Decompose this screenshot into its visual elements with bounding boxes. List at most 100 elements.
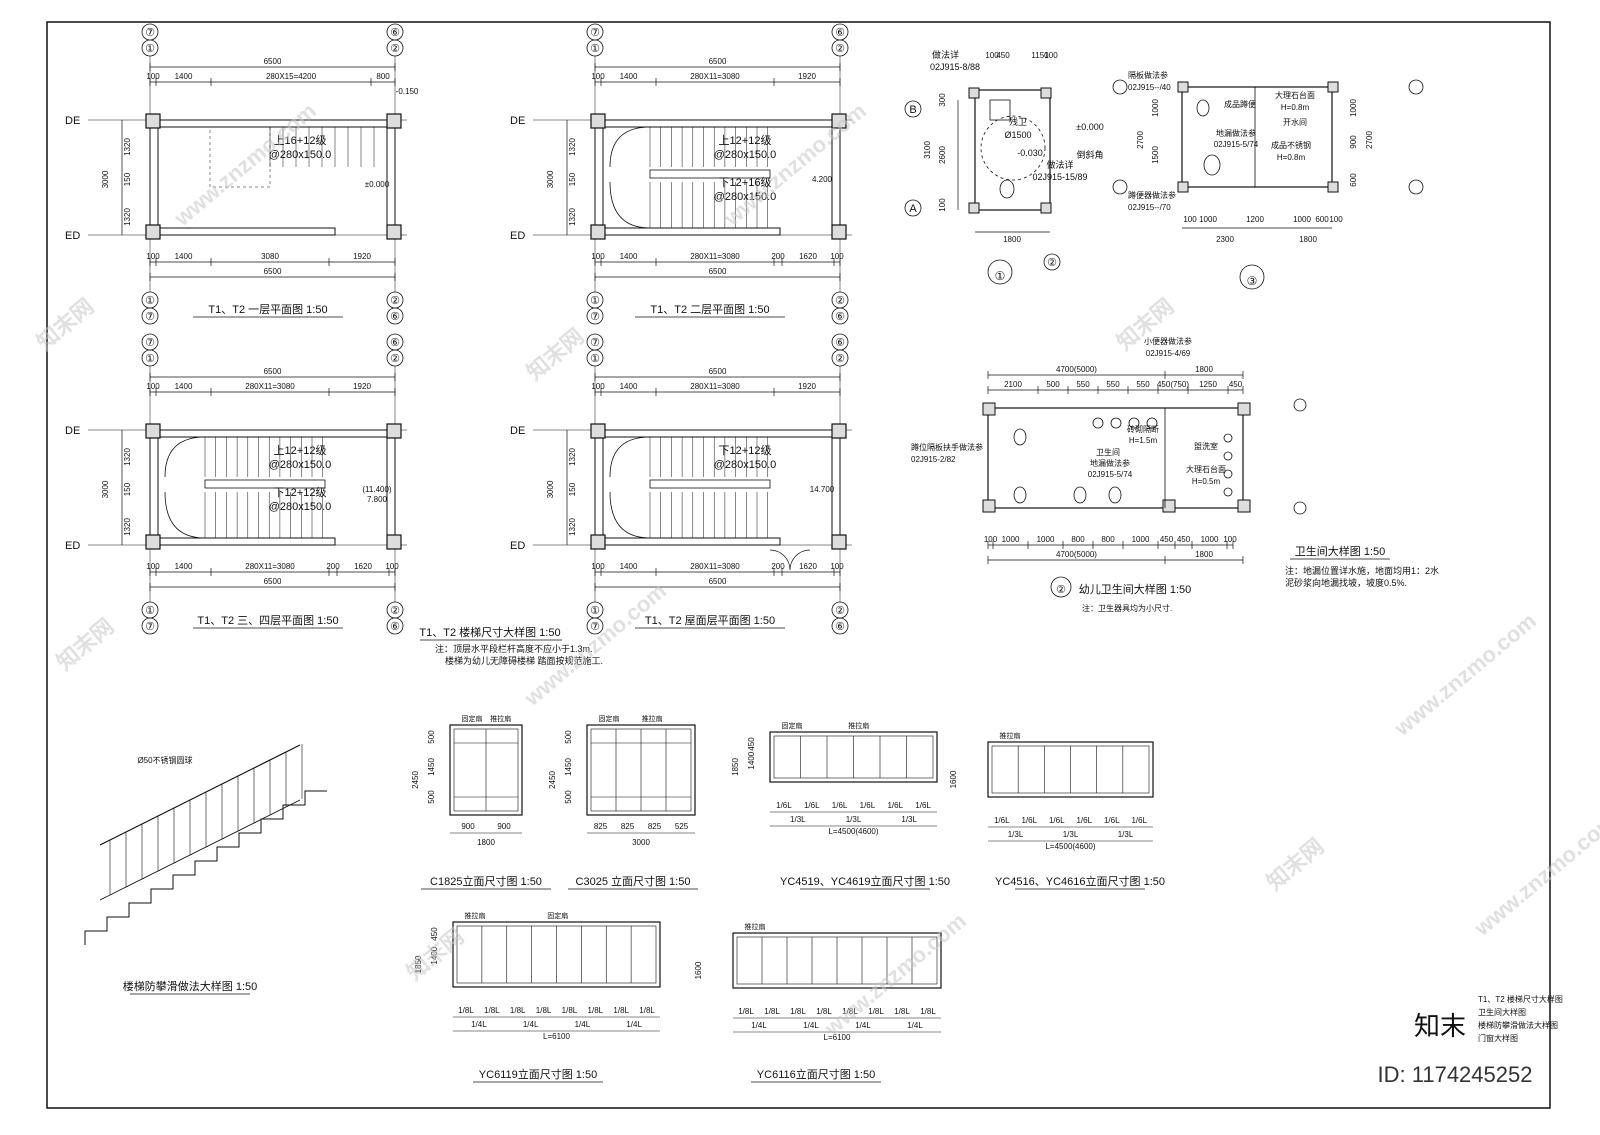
- window-height: 1450: [427, 758, 436, 776]
- window-width-total: L=4500(4600): [1045, 842, 1095, 851]
- structural-column: [145, 423, 161, 439]
- dim-side: 1320: [123, 448, 132, 466]
- window-height: 450: [430, 927, 439, 941]
- window-width-coarse: 1/4L: [803, 1021, 819, 1030]
- toilet3-dim: 100: [1183, 215, 1197, 224]
- window-title: YC4519、YC4619立面尺寸图 1:50: [780, 874, 950, 888]
- dim-bottom-label: 100: [146, 252, 160, 261]
- handrail-bottom: [99, 799, 301, 901]
- toilet3-label: 隔板做法参: [1128, 70, 1168, 80]
- window-width-total: 3000: [632, 838, 650, 847]
- toilet1-row-b-bubble: [904, 100, 922, 118]
- toilet-main-title: 卫生间大样图 1:50: [1295, 544, 1385, 558]
- dim-side: 1320: [123, 208, 132, 226]
- axis-top-left-b: ①: [590, 43, 600, 55]
- axis-top-right-b: ②: [835, 43, 845, 55]
- axis-row-bottom: ED: [65, 230, 80, 242]
- toilet3-label: 02J915-5/74: [1214, 140, 1259, 149]
- toilet3-label: 02J915--/40: [1128, 83, 1171, 92]
- window-width: 900: [461, 822, 475, 831]
- window-height: 500: [427, 790, 436, 804]
- window-height-total: 1850: [414, 955, 423, 973]
- toilet3-walls: [1181, 86, 1333, 188]
- window-label: 固定扇: [462, 714, 483, 723]
- column: [1177, 81, 1189, 93]
- dim-bottom-label: 1620: [799, 562, 817, 571]
- toilet2-label: 地漏做法参: [1090, 458, 1130, 468]
- stair-handrail-center: [649, 169, 771, 179]
- stair-landing-curve: [164, 491, 206, 539]
- axis-top-left-a: ⑦: [590, 27, 600, 39]
- stair-landing-curve: [609, 181, 651, 229]
- window-width-coarse: 1/4L: [523, 1020, 539, 1029]
- stair-landing-curve: [609, 126, 651, 168]
- stair-note: @280x150.0: [269, 149, 332, 161]
- toilet1-row-a: A: [909, 203, 917, 215]
- toilet2-number-circle: [1050, 576, 1072, 598]
- stair-landing-curve: [609, 491, 651, 539]
- window-width-fine: 1/6L: [994, 816, 1010, 825]
- window-width-fine: 1/8L: [484, 1006, 500, 1015]
- dim-top-label: 1400: [175, 382, 193, 391]
- axis-bottom-left-a-bubble: [586, 617, 604, 635]
- toilet2-dim-bottom-overall-label: 4700(5000): [1056, 550, 1097, 559]
- dim-overall-top-label: 6500: [264, 367, 282, 376]
- dim-bottom-label: 1400: [175, 252, 193, 261]
- dim-overall-bottom-label: 6500: [709, 577, 727, 586]
- watermark-id: ID: 1174245252: [1378, 1062, 1533, 1087]
- stair-note: @280x150.0: [714, 191, 777, 203]
- window-width-fine: 1/8L: [613, 1006, 629, 1015]
- dim-side-total: 3000: [101, 170, 110, 188]
- dim-side: 1320: [568, 138, 577, 156]
- axis-row-top: DE: [65, 115, 80, 127]
- sheet-border: [46, 21, 1551, 1109]
- level-mark: -0.150: [396, 87, 419, 96]
- plan-title: T1、T2 二层平面图 1:50: [650, 303, 769, 316]
- dim-overall-bottom-label: 6500: [264, 267, 282, 276]
- toilet3-dim: 600: [1315, 215, 1329, 224]
- toilet3-dim: 1200: [1246, 215, 1264, 224]
- window-height-total: 2450: [411, 771, 420, 789]
- structural-column: [386, 224, 402, 240]
- window-width-fine: 1/6L: [1021, 816, 1037, 825]
- toilet2-label: H=0.5m: [1192, 477, 1221, 486]
- toilet2-dim-top-label: 2100: [1004, 380, 1022, 389]
- toilet2-label: 砖砌隔断: [1127, 424, 1159, 434]
- watermark: www.znzmo.com: [819, 908, 971, 1041]
- stair-detail-title: T1、T2 楼梯尺寸大样图 1:50: [419, 625, 560, 639]
- axis-top-left-b: ①: [145, 43, 155, 55]
- stair-landing-curve: [609, 436, 651, 478]
- window-width-fine: 1/8L: [458, 1006, 474, 1015]
- dim-top-label: 1920: [798, 382, 816, 391]
- toilet2-dim-top-label: 450: [1229, 380, 1243, 389]
- axis-top-right-a: ⑥: [390, 27, 400, 39]
- toilet2-dim-top-overall-label: 1800: [1195, 365, 1213, 374]
- stair-note: @280x150.0: [714, 459, 777, 471]
- toilet1-label: 残卫: [1009, 116, 1027, 127]
- dim-top-label: 100: [591, 382, 605, 391]
- dim-side-total: 3000: [546, 170, 555, 188]
- axis-bubble: [1112, 79, 1128, 95]
- window-title: C3025 立面尺寸图 1:50: [576, 874, 691, 888]
- toilet2-label: 02J915-2/82: [911, 455, 956, 464]
- window-width-fine: 1/8L: [816, 1007, 832, 1016]
- dim-bottom-label: 200: [771, 252, 785, 261]
- window-width-fine: 1/6L: [887, 801, 903, 810]
- stair-landing-curve: [164, 436, 206, 478]
- stair-note: @280x150.0: [269, 501, 332, 513]
- axis-bottom-left-a-bubble: [586, 307, 604, 325]
- toilet2-label: 02J915-4/69: [1146, 349, 1191, 358]
- dim-side: 150: [123, 482, 132, 496]
- structural-column: [386, 113, 402, 129]
- dim-top-label: 800: [376, 72, 390, 81]
- watermark: 知末网: [32, 293, 99, 355]
- dim-side: 150: [568, 482, 577, 496]
- toilet3-label: 成品蹲便: [1224, 99, 1256, 109]
- level-mark: 4.200: [812, 175, 833, 184]
- window-frame: [987, 741, 1154, 798]
- window-width-coarse: 1/3L: [790, 815, 806, 824]
- stair-wall-bottom: [149, 227, 336, 236]
- dim-bottom-label: 100: [146, 562, 160, 571]
- dim-bottom-label: 280X11=3080: [690, 562, 740, 571]
